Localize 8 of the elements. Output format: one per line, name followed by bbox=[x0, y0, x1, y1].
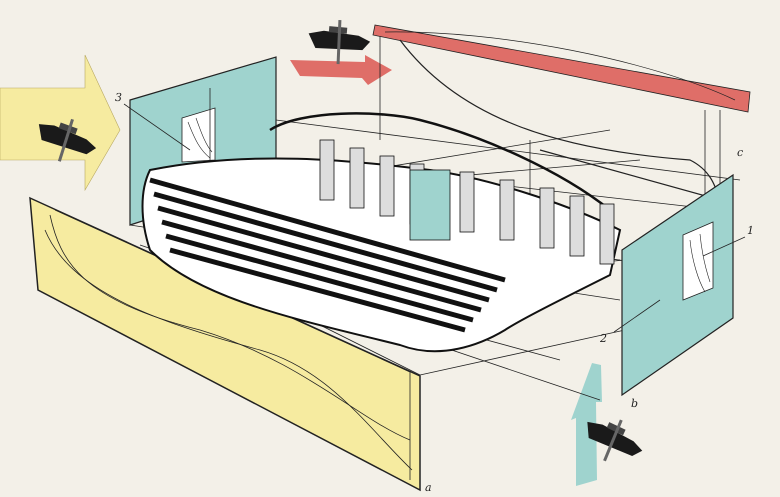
leader-line bbox=[124, 104, 190, 150]
callout-number: 2 bbox=[600, 333, 607, 345]
plane-letter: a bbox=[425, 482, 432, 494]
callout-number: 3 bbox=[115, 92, 122, 104]
callout-number: 1 bbox=[747, 225, 754, 237]
plane-letter: c bbox=[737, 147, 744, 159]
leader-line bbox=[614, 300, 660, 332]
plane-letter: b bbox=[631, 398, 638, 410]
